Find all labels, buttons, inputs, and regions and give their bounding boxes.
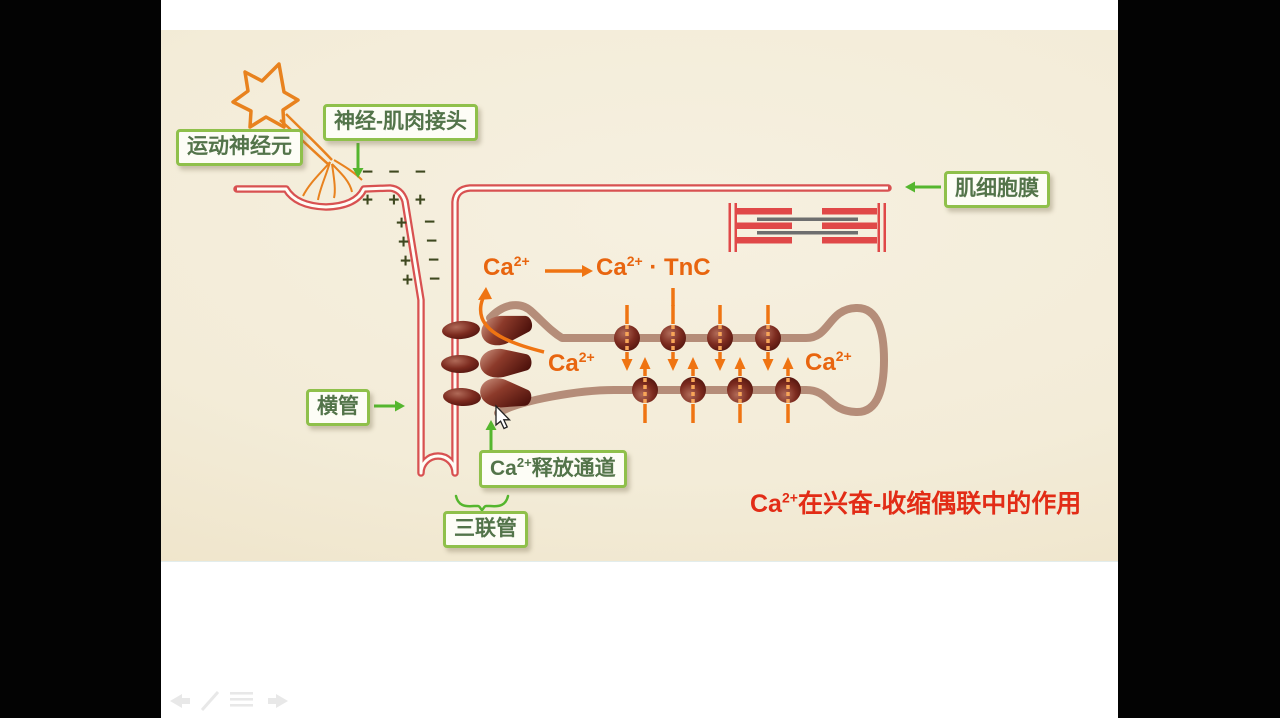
label-t-tubule-text: 横管 <box>317 395 359 418</box>
ca-release-arrow <box>478 287 545 354</box>
forward-arrow-icon[interactable] <box>268 694 288 708</box>
slide-background <box>161 30 1118 562</box>
charge-plus-4: + <box>402 270 414 291</box>
label-neuromuscular-junction: 神经-肌肉接头 <box>323 104 478 142</box>
annotation-toolbar <box>170 691 288 711</box>
label-release-text: 释放通道 <box>531 457 616 480</box>
label-motor-neuron: 运动神经元 <box>176 129 303 167</box>
label-transverse-tubule: 横管 <box>306 389 370 427</box>
charge-minus-1: − <box>424 212 436 233</box>
charge-plus-1: + <box>396 213 408 234</box>
mouse-cursor <box>495 404 512 430</box>
letterbox-right <box>1118 0 1280 718</box>
label-triad: 三联管 <box>443 511 528 549</box>
label-nmj-text: 神经-肌肉接头 <box>334 110 467 133</box>
label-membrane-text: 肌细胞膜 <box>955 177 1039 200</box>
sarcolemma-and-t-tubule <box>233 184 892 477</box>
sarcomere-illustration <box>728 203 886 252</box>
label-motor-neuron-text: 运动神经元 <box>187 135 292 158</box>
ca-sr-left-text: Ca2+ <box>548 349 595 377</box>
label-pointer-arrows <box>352 143 941 450</box>
label-release-sup: 2+ <box>516 455 532 470</box>
charge-plus-2: + <box>398 232 410 253</box>
label-muscle-cell-membrane: 肌细胞膜 <box>944 171 1050 209</box>
sarcoplasmic-reticulum-outline <box>486 301 888 417</box>
ca-tnc-text: Ca2+ · TnC <box>596 253 711 281</box>
charge-minus-2: − <box>426 231 438 252</box>
slide-title: Ca2+在兴奋-收缩偶联中的作用 <box>750 489 1082 518</box>
label-ca-release-channel: Ca2+释放通道 <box>479 450 627 489</box>
label-triad-text: 三联管 <box>454 517 517 540</box>
charge-plus-row: + + + <box>362 190 431 211</box>
t-tubule-sensors <box>441 319 482 407</box>
charge-minus-row: − − − <box>362 162 431 183</box>
ca-sr-right-text: Ca2+ <box>805 348 852 376</box>
motor-neuron-illustration <box>231 62 363 201</box>
pencil-icon[interactable] <box>200 691 220 711</box>
ca-pumps-top <box>612 288 783 373</box>
nerve-terminal-branches <box>302 159 363 201</box>
label-release-ca: Ca <box>490 457 517 480</box>
reaction-arrow <box>545 265 593 277</box>
undo-arrow-icon[interactable] <box>170 694 190 708</box>
charge-plus-3: + <box>400 251 412 272</box>
menu-lines-icon[interactable] <box>230 692 253 707</box>
charge-minus-4: − <box>429 269 441 290</box>
triad-brace <box>454 494 510 512</box>
charge-minus-3: − <box>428 250 440 271</box>
ca-free-text: Ca2+ <box>483 253 530 281</box>
letterbox-left <box>0 0 161 718</box>
